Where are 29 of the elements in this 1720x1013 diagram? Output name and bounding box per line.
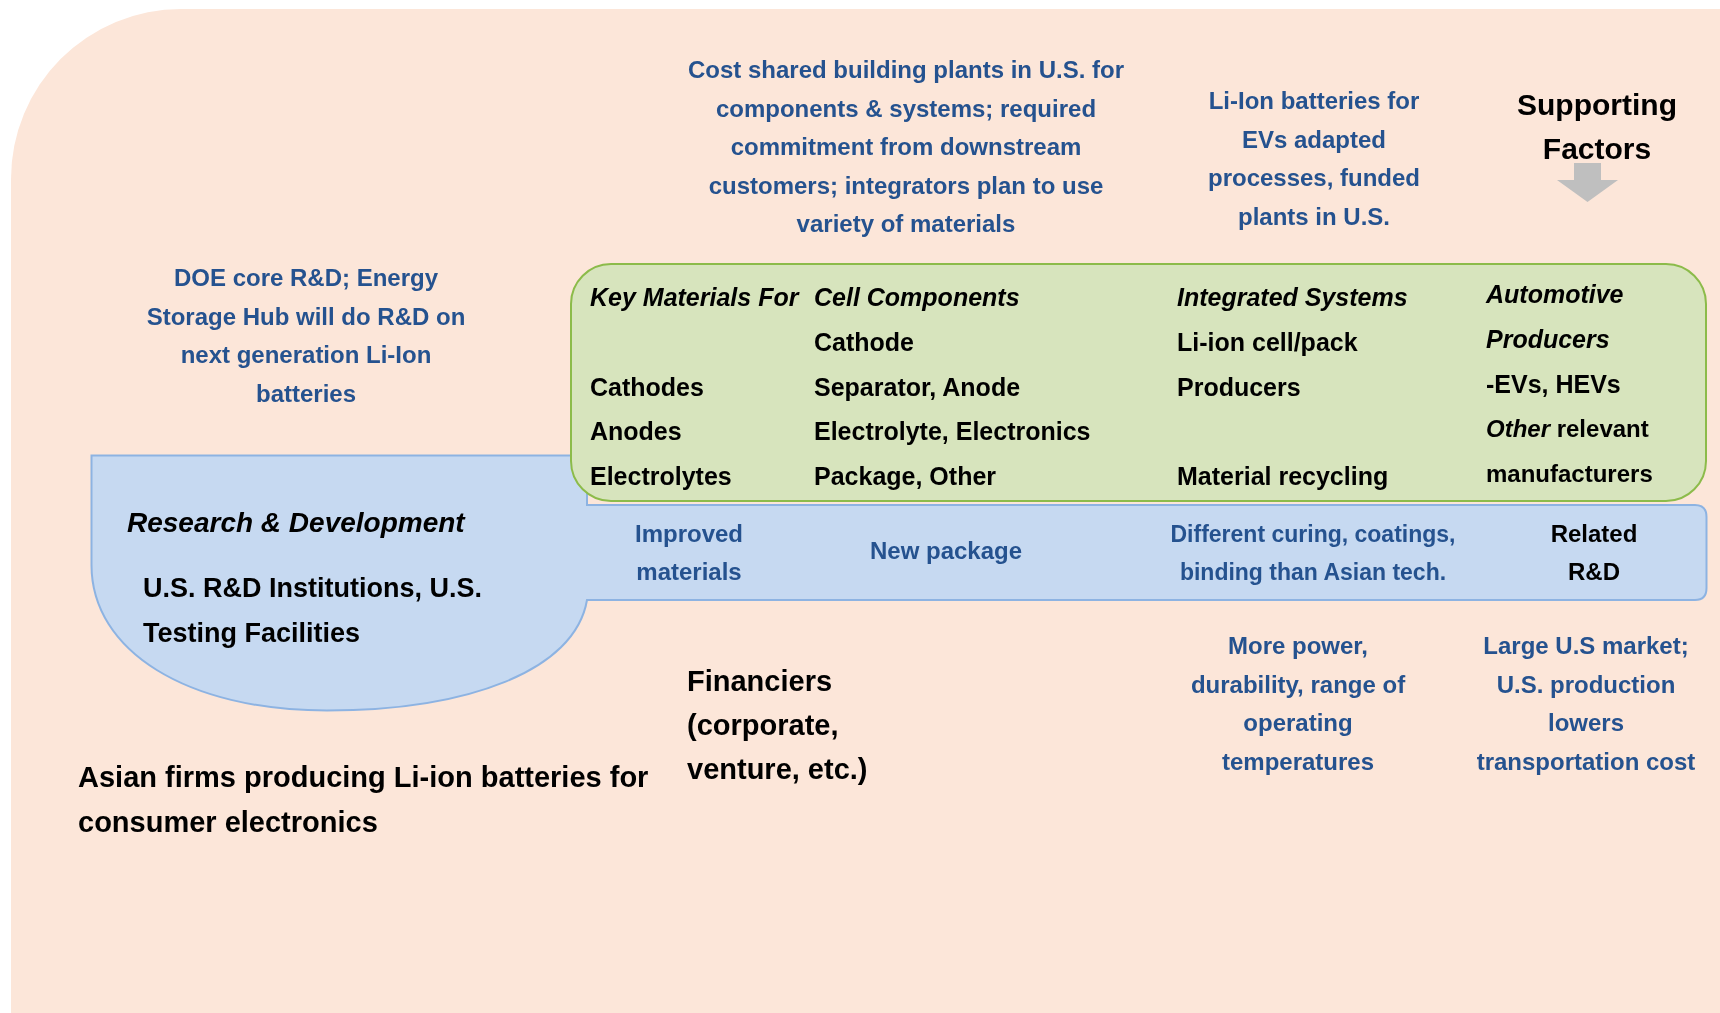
heading: Automotive Producers [1486, 279, 1625, 355]
body-text: Anodes [590, 416, 683, 447]
note-text: DOE core R&D; Energy Storage Hub will do R&D on next generation Li-Ion batteries [146, 263, 466, 409]
body-text: Package, Other [814, 461, 998, 492]
body-text: U.S. R&D Institutions, U.S. Testing Facilities [143, 572, 483, 650]
note-text: Li-Ion batteries for EVs adapted processes, funded plants in U.S. [1206, 86, 1422, 232]
body-text: Li-ion cell/pack Producers [1177, 327, 1359, 403]
body-text: Different curing, coatings, binding than Asian tech. [1169, 520, 1457, 587]
heading: Key Materials For [590, 282, 800, 313]
note-text: Supporting Factors [1516, 87, 1678, 167]
body-text: Electrolytes [590, 461, 733, 492]
note-text: More power, durability, range of operating temperatures [1189, 631, 1407, 777]
body-text: Separator, Anode [814, 372, 1022, 403]
heading: Integrated Systems [1177, 282, 1409, 313]
body-text: Improved materials [634, 519, 744, 587]
body-text: Cathodes [590, 372, 705, 403]
body-text: Related R&D [1549, 519, 1639, 587]
body-text: New package [868, 536, 1024, 566]
note-text: Cost shared building plants in U.S. for components & systems; required commitment from downstream customers; integrators plan to use variety of materials [687, 55, 1125, 239]
heading: Research & Development [127, 506, 467, 540]
body-text: -EVs, HEVs [1486, 369, 1622, 400]
body-text: Other relevant manufacturers [1486, 414, 1654, 489]
body-text: Electrolyte, Electronics [814, 416, 1092, 447]
note-text: Large U.S market; U.S. production lowers transportation cost [1475, 631, 1697, 777]
heading: Cell Components [814, 282, 1021, 313]
note-text: Financiers (corporate, venture, etc.) [687, 664, 869, 787]
body-text: Cathode [814, 327, 915, 358]
body-text: Material recycling [1177, 461, 1390, 492]
note-text: Asian firms producing Li-ion batteries for consumer electronics [78, 760, 650, 840]
